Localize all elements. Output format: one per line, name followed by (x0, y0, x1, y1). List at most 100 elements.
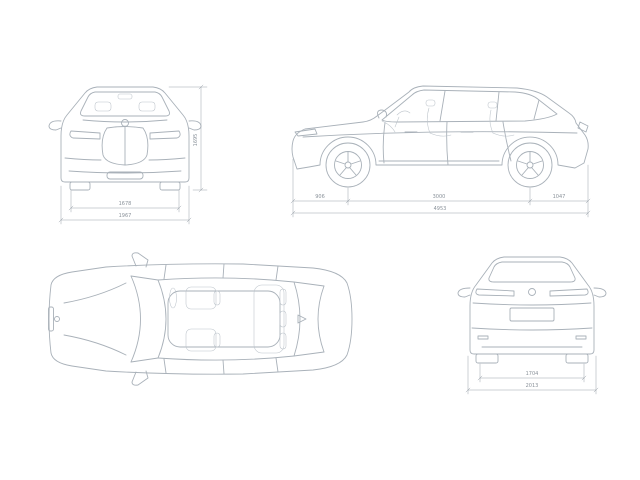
windshield-base-arc (130, 275, 141, 363)
top-view (48, 252, 353, 386)
front-wheel (325, 142, 371, 188)
roof-side-left (157, 277, 295, 283)
wheel-spokes (517, 151, 543, 176)
side-view: 906 3000 1047 4953 (290, 85, 591, 218)
steering-wheel-top (169, 287, 177, 309)
brand-roundel-rear (528, 288, 536, 296)
rim (516, 151, 544, 179)
rim (334, 151, 362, 179)
reflector-left (477, 335, 489, 340)
dim-ticks (198, 84, 204, 193)
taillight-side (577, 121, 589, 133)
rear-view: 1704 2013 (457, 256, 607, 395)
rear-dimensions: 1704 2013 (465, 355, 599, 395)
door-seams-top (163, 263, 279, 375)
rear-seat-headrest (487, 101, 498, 109)
front-seat-back (426, 107, 431, 134)
dim-ticks (68, 205, 182, 211)
rear-seat-back (489, 109, 494, 134)
rear-headrest-right (279, 332, 287, 350)
rear-seat-cushion (492, 132, 515, 137)
door-seam-rear (502, 121, 512, 162)
front-body-outline (60, 86, 190, 183)
front-wheel-right (159, 181, 181, 191)
side-car-drawing (291, 85, 589, 188)
side-dimensions: 906 3000 1047 4953 (290, 158, 591, 218)
front-seat-right-headrest (213, 332, 221, 348)
dim-label-rear-width: 2013 (526, 383, 539, 389)
c-pillar (495, 91, 500, 122)
interior-ghost (381, 99, 515, 137)
dim-ticks (477, 375, 587, 381)
brand-roundel (121, 119, 129, 127)
front-seat-right (185, 328, 217, 352)
door-seam-front (382, 122, 386, 164)
mirror-edge-left (457, 287, 471, 298)
taillight-right (549, 288, 589, 297)
side-mirror (377, 109, 387, 119)
dim-label-rear-overhang: 1047 (553, 194, 566, 200)
lower-air-intake (106, 171, 144, 180)
extension-lines (467, 355, 597, 395)
front-seat-left (185, 286, 217, 310)
front-wheel-left (69, 181, 91, 191)
rear-headrest-center (279, 310, 287, 328)
headlight-left (69, 130, 101, 140)
b-pillar (439, 90, 446, 122)
rear-wheel-left (475, 353, 499, 364)
tire (507, 142, 553, 188)
dim-ticks (290, 210, 591, 216)
wheel-spokes (335, 151, 361, 176)
dim-label-wheelbase: 3000 (433, 194, 446, 200)
front-view: 1695 1678 1967 (48, 84, 208, 225)
headrest-right (138, 101, 156, 112)
headrest-left (94, 101, 112, 112)
rear-car-drawing (457, 256, 607, 364)
dim-label-track: 1678 (119, 201, 132, 207)
dim-label-length: 4953 (434, 206, 447, 212)
kidney-grille (101, 126, 149, 166)
dim-label-height: 1695 (193, 134, 199, 147)
front-car-drawing (48, 86, 202, 191)
hood-crease-right (63, 334, 127, 356)
bumper-lower-line (68, 170, 182, 174)
mirror-edge-right (593, 287, 607, 298)
dim-label-width: 1967 (119, 213, 132, 219)
steering-wheel (394, 110, 411, 128)
kidney-grille-top (48, 306, 54, 332)
interior-ghost-top (169, 284, 287, 354)
rear-wheel-right (565, 353, 589, 364)
c-pillar-left (293, 281, 325, 287)
side-mirror-left (48, 120, 62, 131)
rear-window (488, 261, 576, 283)
headlight-right (149, 130, 181, 140)
dim-label-rear-track: 1704 (526, 371, 539, 377)
dim-label-front-overhang: 906 (315, 194, 325, 200)
rear-headrest-left (279, 288, 287, 306)
rear-body-outline (469, 256, 595, 355)
quarter-window-line (533, 99, 540, 120)
front-seat-left-headrest (213, 290, 221, 306)
c-pillar-right (293, 351, 325, 357)
rear-glass-arc (317, 285, 325, 353)
front-seat-headrest (425, 99, 436, 107)
roof-side-right (157, 355, 295, 361)
hood-crease-left (63, 282, 127, 304)
roof-rear-arc (293, 281, 301, 357)
mirror-left (131, 252, 149, 268)
reflector-right (575, 335, 587, 340)
character-line (302, 131, 578, 138)
windshield (80, 91, 170, 117)
brand-roundel-top (54, 316, 60, 322)
top-car-drawing (48, 252, 353, 386)
roof-front-arc (157, 279, 167, 359)
tire (325, 142, 371, 188)
front-seat-cushion (429, 132, 452, 137)
side-body-outline (291, 85, 589, 170)
hub (526, 161, 534, 169)
door-seam-middle (446, 121, 449, 166)
dim-ticks (58, 217, 192, 223)
dim-ticks (290, 198, 591, 204)
front-dimensions: 1695 1678 1967 (58, 84, 208, 225)
